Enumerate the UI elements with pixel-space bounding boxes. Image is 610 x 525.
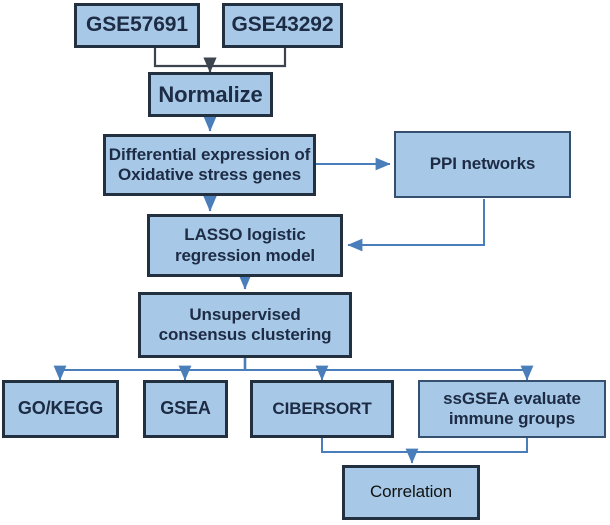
node-cibersort[interactable]: CIBERSORT <box>250 380 394 438</box>
node-consensus-clustering-line1: Unsupervised <box>189 304 301 324</box>
node-gse57691-label: GSE57691 <box>86 13 188 37</box>
node-lasso-regression-label: LASSO logistic regression model <box>175 225 315 265</box>
edge-to-correlation <box>321 438 528 464</box>
edge-ppi-to-lasso <box>347 199 485 252</box>
node-gsea-label: GSEA <box>160 398 211 419</box>
node-consensus-clustering-label: Unsupervised consensus clustering <box>159 305 332 345</box>
node-ssgsea-immune-groups-line1: ssGSEA evaluate <box>443 388 581 408</box>
node-consensus-clustering[interactable]: Unsupervised consensus clustering <box>138 292 352 358</box>
node-differential-expression[interactable]: Differential expression of Oxidative str… <box>103 134 316 196</box>
node-ssgsea-immune-groups[interactable]: ssGSEA evaluate immune groups <box>418 380 606 438</box>
node-gse43292-label: GSE43292 <box>231 13 334 37</box>
node-ppi-networks[interactable]: PPI networks <box>394 131 571 198</box>
node-ssgsea-immune-groups-line2: immune groups <box>448 409 576 428</box>
edge-gse-to-normalize <box>153 47 287 73</box>
node-normalize[interactable]: Normalize <box>148 72 273 117</box>
node-gsea[interactable]: GSEA <box>143 380 228 438</box>
node-normalize-label: Normalize <box>158 81 263 107</box>
node-differential-expression-line2: Oxidative stress genes <box>117 165 301 184</box>
node-cibersort-label: CIBERSORT <box>272 398 372 418</box>
node-gse43292[interactable]: GSE43292 <box>222 3 343 48</box>
node-correlation-label: Correlation <box>369 482 453 502</box>
node-lasso-regression-line2: regression model <box>174 245 316 265</box>
node-ssgsea-immune-groups-label: ssGSEA evaluate immune groups <box>443 389 581 429</box>
node-correlation[interactable]: Correlation <box>342 465 480 520</box>
node-lasso-regression-line1: LASSO logistic <box>184 225 306 245</box>
node-differential-expression-line1: Differential expression of <box>108 144 311 164</box>
node-go-kegg-label: GO/KEGG <box>17 398 104 419</box>
node-lasso-regression[interactable]: LASSO logistic regression model <box>147 214 343 277</box>
node-go-kegg[interactable]: GO/KEGG <box>2 380 119 438</box>
node-differential-expression-label: Differential expression of Oxidative str… <box>108 144 311 185</box>
node-gse57691[interactable]: GSE57691 <box>74 3 200 48</box>
edge-cluster-fanout <box>53 358 534 381</box>
node-ppi-networks-label: PPI networks <box>429 154 536 174</box>
node-consensus-clustering-line2: consensus clustering <box>158 325 332 344</box>
